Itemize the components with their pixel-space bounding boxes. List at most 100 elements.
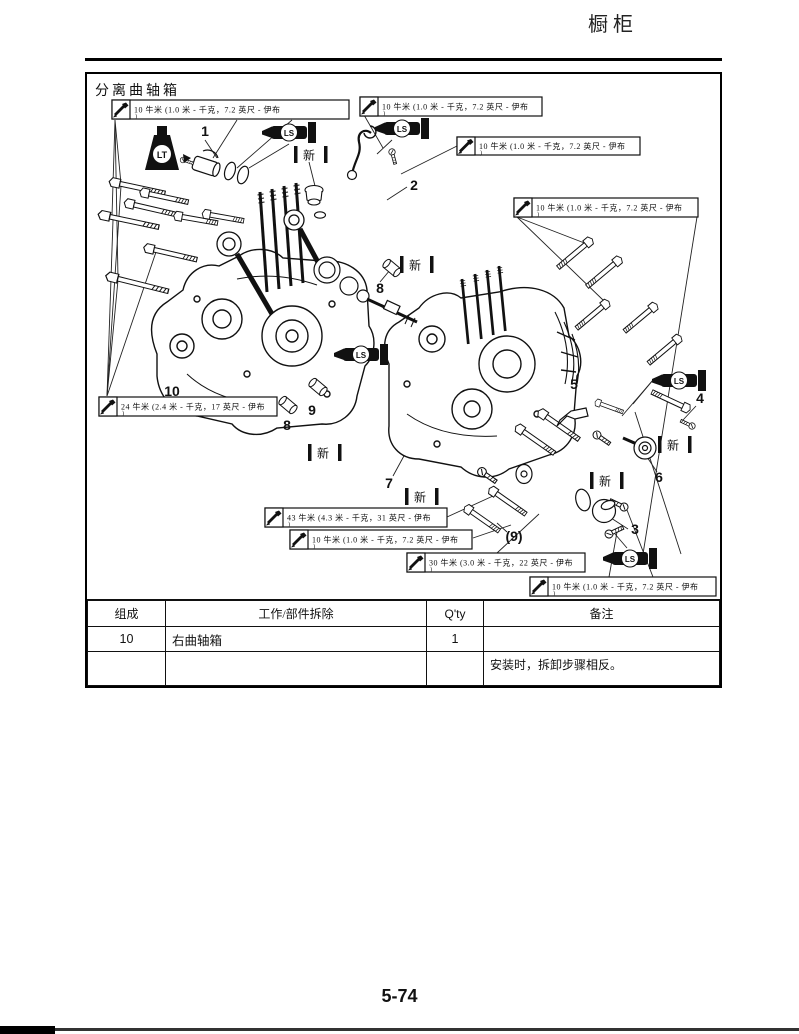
bottom-edge-line [0, 1028, 799, 1031]
part-number-labels: 1 2 8 10 9 8 7 5 4 6 3 (9) [164, 123, 704, 544]
svg-text:LS: LS [625, 555, 636, 564]
svg-text:10 牛米 (1.0 米 - 千克，7.2 英尺 - 伊布: 10 牛米 (1.0 米 - 千克，7.2 英尺 - 伊布 [536, 203, 683, 213]
svg-text:3: 3 [631, 521, 639, 537]
grease-symbol: LS [652, 370, 706, 391]
new-mark: 新 [658, 436, 692, 453]
svg-text:LS: LS [284, 129, 295, 138]
cell-remarks [483, 626, 720, 652]
parts-table: 组成 工作/部件拆除 Q'ty 备注 10 右曲轴箱 1 安装时，拆卸步骤相反。 [87, 599, 720, 686]
breather-cap [304, 184, 327, 219]
part-8-collar-a [381, 257, 403, 279]
table-row: 10 右曲轴箱 1 [87, 626, 720, 652]
svg-text:4: 4 [696, 390, 704, 406]
torque-callout: 30 牛米 (3.0 米 - 千克，22 英尺 - 伊布 ) [406, 552, 586, 573]
svg-text:LS: LS [397, 125, 408, 134]
svg-text:10 牛米 (1.0 米 - 千克，7.2 英尺 - 伊布: 10 牛米 (1.0 米 - 千克，7.2 英尺 - 伊布 [312, 535, 459, 545]
torque-callout: 10 牛米 (1.0 米 - 千克，7.2 英尺 - 伊布 ) [513, 197, 699, 218]
svg-text:10: 10 [164, 383, 180, 399]
cell-job [165, 651, 427, 686]
torque-callout: 24 牛米 (2.4 米 - 千克，17 英尺 - 伊布 ) [98, 396, 278, 417]
new-mark: 新 [405, 488, 439, 505]
svg-text:8: 8 [376, 280, 384, 296]
part-3-cap [575, 488, 617, 524]
svg-text:): ) [480, 150, 482, 157]
part-6-gear [622, 436, 657, 460]
svg-text:新: 新 [667, 438, 679, 453]
col-header-job: 工作/部件拆除 [165, 599, 427, 627]
part-5-bracket [556, 397, 625, 427]
part-1-collar [179, 149, 250, 185]
svg-text:5: 5 [570, 376, 578, 392]
grease-symbol: LS [262, 122, 316, 143]
cell-order [87, 651, 166, 686]
loctite-symbol: LT [145, 126, 191, 170]
table-row: 安装时，拆卸步骤相反。 [87, 651, 720, 686]
svg-text:2: 2 [410, 177, 418, 193]
crankcase-right [383, 287, 582, 478]
torque-callout: 10 牛米 (1.0 米 - 千克，7.2 英尺 - 伊布 ) [111, 99, 350, 120]
exploded-diagram: LT LS LS LS LS LS [96, 96, 717, 597]
svg-text:43 牛米 (4.3 米 - 千克，31 英尺 - 伊布: 43 牛米 (4.3 米 - 千克，31 英尺 - 伊布 [287, 513, 431, 523]
svg-text:7: 7 [385, 475, 393, 491]
svg-text:24 牛米 (2.4 米 - 千克，17 英尺 - 伊布: 24 牛米 (2.4 米 - 千克，17 英尺 - 伊布 [121, 402, 265, 412]
gear-cluster [313, 256, 418, 328]
svg-text:): ) [313, 543, 315, 550]
svg-text:(9): (9) [505, 528, 522, 544]
grease-symbol: LS [334, 344, 388, 365]
svg-text:1: 1 [201, 123, 209, 139]
svg-text:10 牛米 (1.0 米 - 千克，7.2 英尺 - 伊布: 10 牛米 (1.0 米 - 千克，7.2 英尺 - 伊布 [134, 105, 281, 115]
new-mark: 新 [294, 146, 328, 163]
svg-text:): ) [122, 410, 124, 417]
cell-remarks: 安装时，拆卸步骤相反。 [483, 651, 720, 686]
svg-text:10 牛米 (1.0 米 - 千克，7.2 英尺 - 伊布: 10 牛米 (1.0 米 - 千克，7.2 英尺 - 伊布 [479, 141, 626, 151]
svg-text:6: 6 [655, 469, 663, 485]
page-number: 5-74 [381, 986, 418, 1006]
svg-text:30 牛米 (3.0 米 - 千克，22 英尺 - 伊布: 30 牛米 (3.0 米 - 千克，22 英尺 - 伊布 [429, 558, 573, 568]
svg-text:): ) [537, 211, 539, 218]
svg-text:新: 新 [317, 446, 329, 461]
svg-text:): ) [288, 521, 290, 528]
svg-text:LS: LS [674, 377, 685, 386]
torque-callout: 10 牛米 (1.0 米 - 千克，7.2 英尺 - 伊布 ) [456, 136, 641, 157]
svg-text:新: 新 [599, 474, 611, 489]
diagram-panel: 分离曲轴箱 [85, 72, 722, 688]
svg-text:新: 新 [414, 490, 426, 505]
torque-callout: 10 牛米 (1.0 米 - 千克，7.2 英尺 - 伊布 ) [529, 576, 717, 597]
col-header-remarks: 备注 [483, 599, 720, 627]
col-header-order: 组成 [87, 599, 166, 627]
washer [515, 463, 533, 485]
svg-text:LS: LS [356, 351, 367, 360]
connecting-rods [216, 209, 330, 316]
grease-symbol: LS [375, 118, 429, 139]
new-mark: 新 [590, 472, 624, 489]
svg-text:新: 新 [303, 148, 315, 163]
new-mark: 新 [308, 444, 342, 461]
diagram-title: 分离曲轴箱 [95, 84, 180, 99]
svg-text:10 牛米 (1.0 米 - 千克，7.2 英尺 - 伊布: 10 牛米 (1.0 米 - 千克，7.2 英尺 - 伊布 [552, 582, 699, 592]
svg-text:): ) [553, 590, 555, 597]
torque-callout: 43 牛米 (4.3 米 - 千克，31 英尺 - 伊布 ) [264, 507, 448, 528]
svg-text:9: 9 [308, 402, 316, 418]
part-4-bolt [649, 387, 697, 431]
torque-callout: 10 牛米 (1.0 米 - 千克，7.2 英尺 - 伊布 ) [289, 529, 473, 550]
cell-qty [426, 651, 484, 686]
svg-text:8: 8 [283, 417, 291, 433]
col-header-qty: Q'ty [426, 599, 484, 627]
header-rule [85, 58, 722, 61]
new-mark: 新 [400, 256, 434, 273]
svg-text:): ) [383, 110, 385, 117]
grease-symbol: LS [603, 548, 657, 569]
table-header-row: 组成 工作/部件拆除 Q'ty 备注 [87, 599, 720, 627]
cell-job: 右曲轴箱 [165, 626, 427, 652]
bottom-edge-bar [0, 1026, 55, 1034]
cell-order: 10 [87, 626, 166, 652]
svg-text:): ) [135, 113, 137, 120]
part-2-breather-pipe [346, 125, 377, 181]
svg-text:): ) [430, 566, 432, 573]
svg-text:LT: LT [157, 150, 168, 160]
svg-text:新: 新 [409, 258, 421, 273]
cell-qty: 1 [426, 626, 484, 652]
svg-text:10 牛米 (1.0 米 - 千克，7.2 英尺 - 伊布: 10 牛米 (1.0 米 - 千克，7.2 英尺 - 伊布 [382, 102, 529, 112]
header-title: 橱柜 [588, 14, 638, 36]
